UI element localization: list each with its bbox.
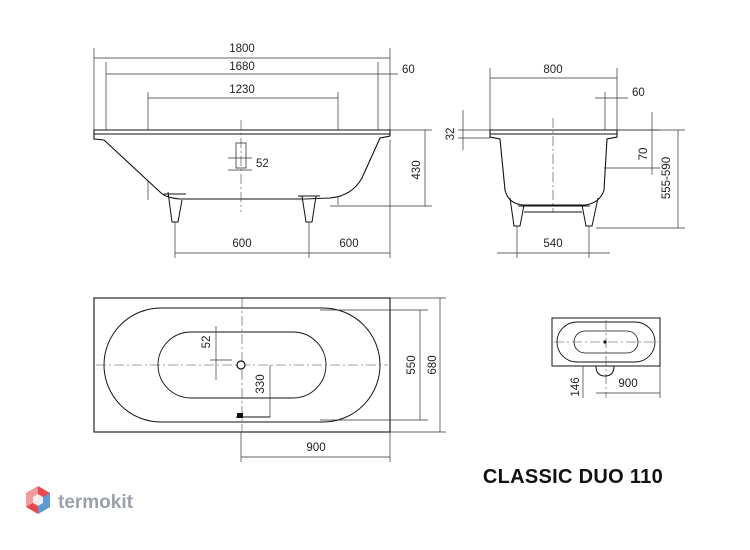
dim-end-rim-depth: 70 — [638, 148, 650, 161]
end-elevation-view: 800 60 32 70 555-590 540 — [445, 64, 685, 258]
dim-side-inner-length: 1680 — [229, 61, 255, 73]
dim-end-width: 800 — [543, 64, 562, 76]
side-elevation-view: 1800 1680 60 1230 52 430 600 — [93, 43, 432, 258]
dim-side-overall-length: 1800 — [229, 43, 255, 55]
plan-view: 52 330 550 680 900 — [93, 297, 446, 462]
dim-small-plan-drain: 146 — [570, 377, 582, 396]
brand-name: termokit — [58, 492, 134, 513]
dim-end-rim-thickness: 32 — [445, 128, 457, 141]
small-plan-overflow — [595, 365, 615, 377]
dim-end-foot-spacing: 540 — [543, 238, 562, 250]
termokit-logo-icon — [26, 486, 50, 514]
dim-end-height-range: 555-590 — [661, 157, 673, 199]
plan-drain-hole — [236, 360, 246, 370]
model-title: CLASSIC DUO 110 — [483, 466, 663, 488]
dim-plan-drain-length: 900 — [306, 442, 325, 454]
dim-side-depth: 430 — [411, 160, 423, 179]
end-tub-outline — [489, 129, 618, 206]
drain-marker — [235, 142, 247, 169]
small-plan-view: 146 900 — [551, 317, 661, 398]
dim-small-plan-length: 900 — [618, 378, 637, 390]
dim-side-rim-offset: 60 — [402, 64, 415, 76]
dim-plan-drain-offset: 52 — [201, 336, 213, 349]
dim-side-drain-height: 52 — [256, 158, 269, 170]
right-foot — [301, 195, 317, 223]
dim-plan-inner-width: 550 — [406, 355, 418, 374]
dim-side-foot-left: 600 — [232, 238, 251, 250]
dim-side-foot-right: 600 — [339, 238, 358, 250]
dim-end-rim-offset: 60 — [632, 87, 645, 99]
dim-side-bottom-length: 1230 — [229, 84, 255, 96]
side-tub-outline — [93, 129, 391, 200]
dim-plan-outer-width: 680 — [427, 355, 439, 374]
dim-plan-drain-to-edge: 330 — [255, 374, 267, 393]
